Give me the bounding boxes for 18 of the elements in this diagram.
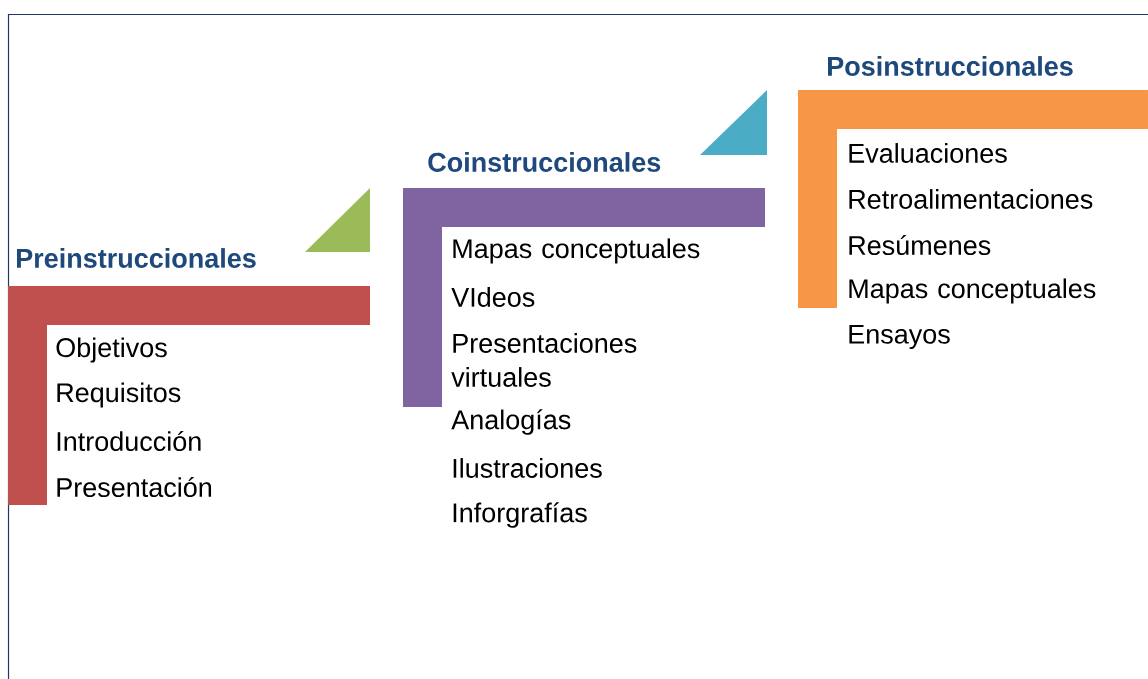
list-item: Ensayos — [849, 324, 950, 350]
list-item: Presentación — [57, 476, 212, 498]
list-item: Inforgrafías — [453, 502, 587, 528]
list-item: Objetivos — [56, 337, 167, 363]
list-item: Mapas conceptuales — [453, 238, 700, 264]
list-item: Ilustraciones — [453, 458, 602, 478]
list-item: Requisitos — [57, 382, 181, 408]
list-item: Resúmenes — [849, 234, 991, 256]
list-item: Evaluaciones — [849, 143, 1007, 163]
list-item: Analogías — [451, 409, 571, 435]
step-heading: Coinstruccionales — [428, 152, 661, 172]
step-heading: Preinstruccionales — [17, 248, 256, 268]
step-heading: Posinstruccionales — [828, 56, 1073, 76]
list-item: Retroalimentaciones — [849, 189, 1093, 209]
list-item: VIdeos — [451, 287, 535, 307]
list-item: Introducción — [57, 430, 201, 452]
list-item: Presentaciones virtuales — [451, 333, 637, 387]
list-item: Mapas conceptuales — [849, 278, 1096, 304]
